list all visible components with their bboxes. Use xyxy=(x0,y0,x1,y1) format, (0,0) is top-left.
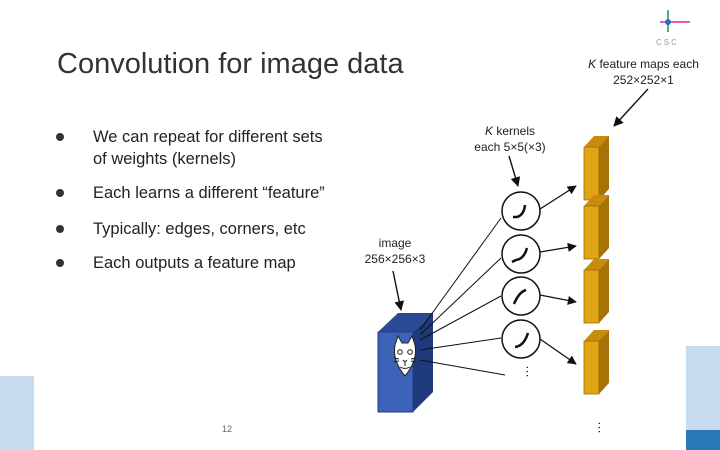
csc-logo-icon xyxy=(660,10,690,32)
decor-square-right-light-2 xyxy=(686,386,720,430)
image-label-arrow xyxy=(393,271,401,310)
kernel-node xyxy=(502,235,540,273)
input-image xyxy=(378,313,433,412)
kernel-node xyxy=(502,192,540,230)
decor-square-left xyxy=(0,376,34,450)
feature-map xyxy=(584,136,609,200)
kernels-label-arrow xyxy=(509,156,518,186)
feature-maps-label-arrow xyxy=(614,89,648,126)
feature-map xyxy=(584,259,609,323)
kernel-node xyxy=(502,320,540,358)
kernel-node xyxy=(502,277,540,315)
decor-square-right-dark xyxy=(686,430,720,450)
feature-map xyxy=(584,195,609,259)
feature-map xyxy=(584,330,609,394)
decor-square-right-light xyxy=(686,346,720,386)
kernel-to-map-arrows xyxy=(540,186,576,364)
